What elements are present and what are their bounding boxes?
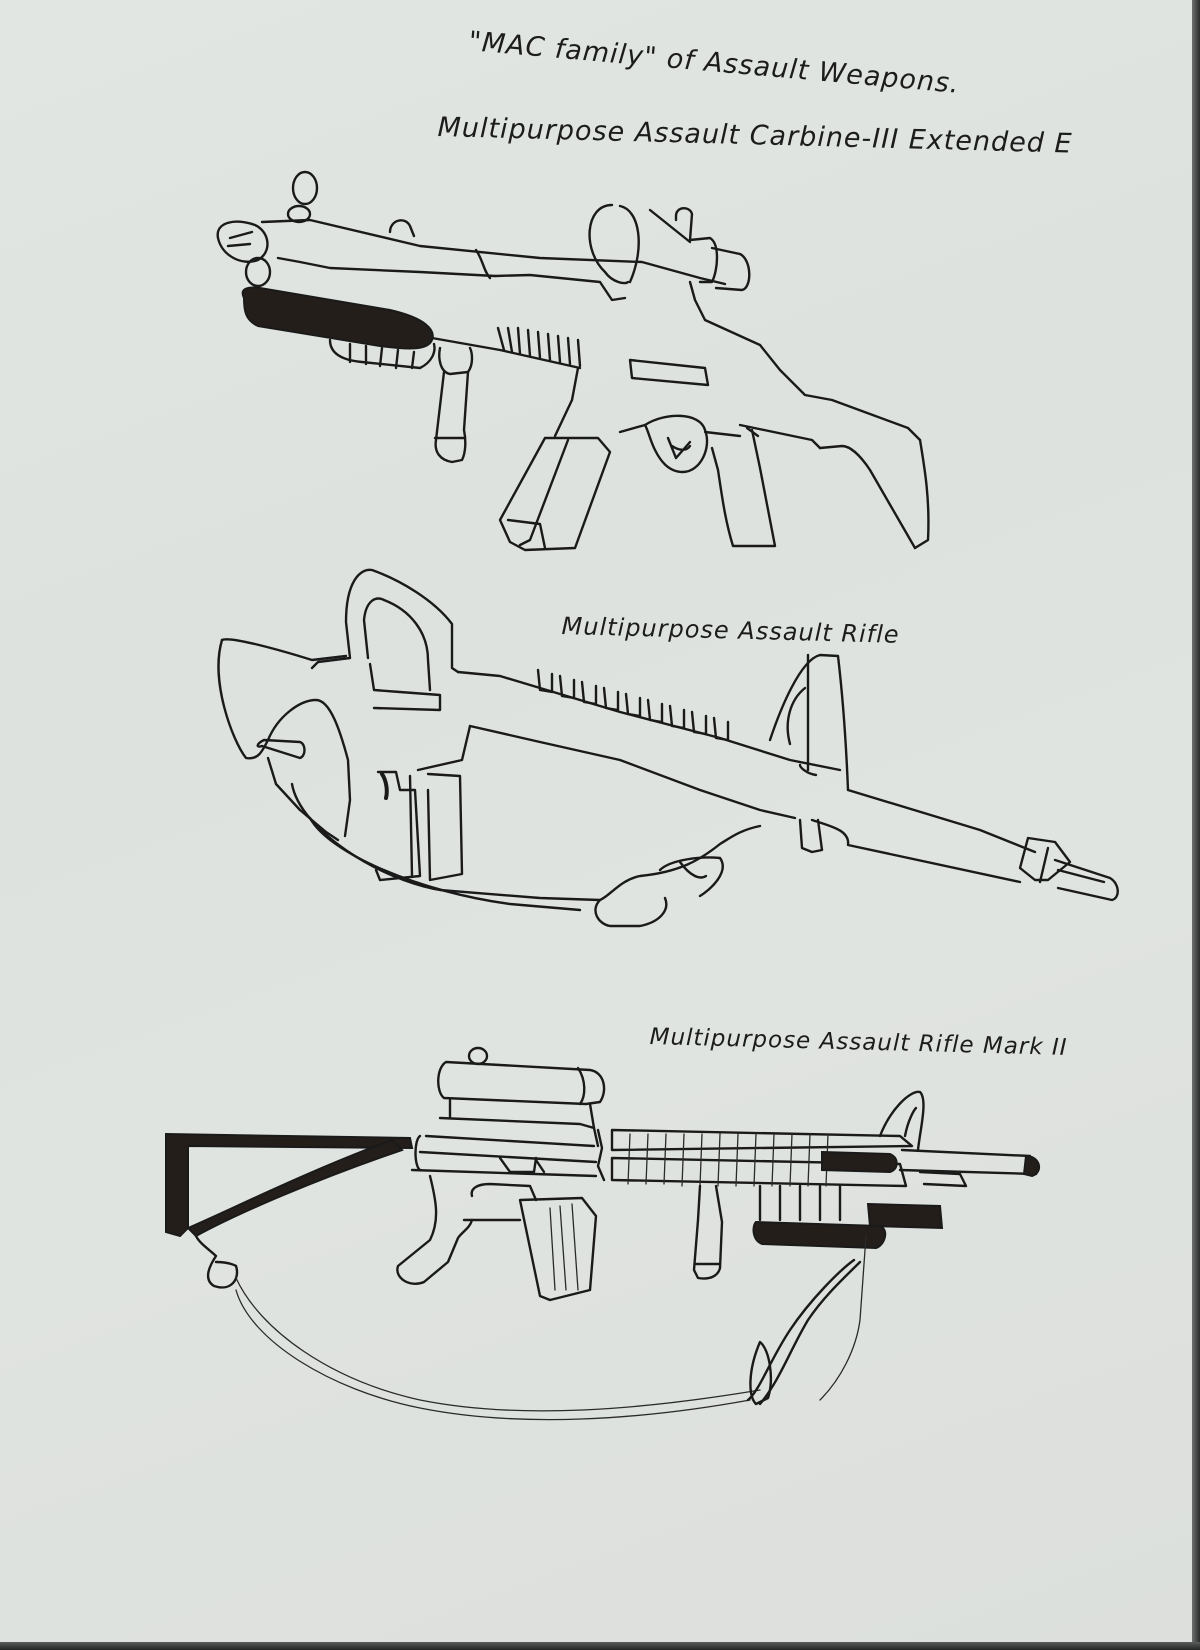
- drawing-carbine: [216, 170, 930, 552]
- scanner-edge-right: [1192, 0, 1200, 1650]
- front-sight-ring-icon: [291, 170, 319, 206]
- drawing-rifle-mark-ii: [165, 1046, 1041, 1421]
- suppressor: [241, 286, 434, 350]
- scanner-edge-bottom: [0, 1642, 1200, 1650]
- drawing-rifle: [217, 568, 1119, 928]
